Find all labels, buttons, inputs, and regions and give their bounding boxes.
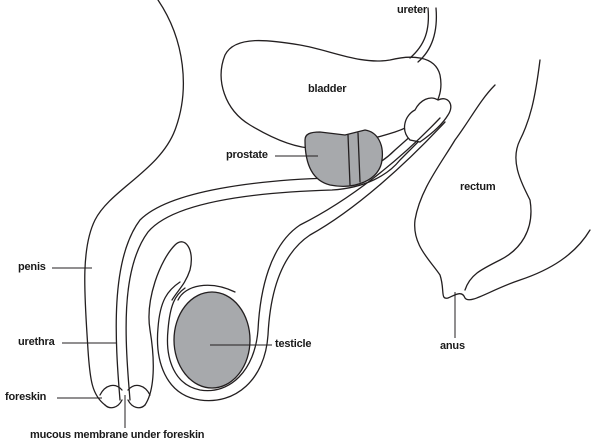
testicle bbox=[173, 291, 251, 389]
label-penis: penis bbox=[18, 261, 46, 273]
foreskin-shape bbox=[99, 384, 151, 409]
label-bladder: bladder bbox=[308, 83, 347, 95]
rectum bbox=[414, 59, 591, 301]
label-rectum: rectum bbox=[460, 181, 496, 193]
ureter bbox=[409, 7, 438, 63]
seminal-vesicle bbox=[403, 97, 452, 143]
prostate bbox=[304, 129, 384, 187]
label-ureter: ureter bbox=[397, 4, 427, 16]
body-outline bbox=[84, 0, 184, 406]
penis-outline bbox=[144, 241, 192, 406]
urethra-tube bbox=[115, 109, 441, 401]
label-foreskin: foreskin bbox=[5, 391, 47, 403]
label-anus: anus bbox=[440, 340, 465, 352]
label-prostate: prostate bbox=[226, 149, 268, 161]
label-mucous-membrane: mucous membrane under foreskin bbox=[30, 429, 205, 441]
label-urethra: urethra bbox=[18, 336, 55, 348]
label-testicle: testicle bbox=[275, 338, 312, 350]
